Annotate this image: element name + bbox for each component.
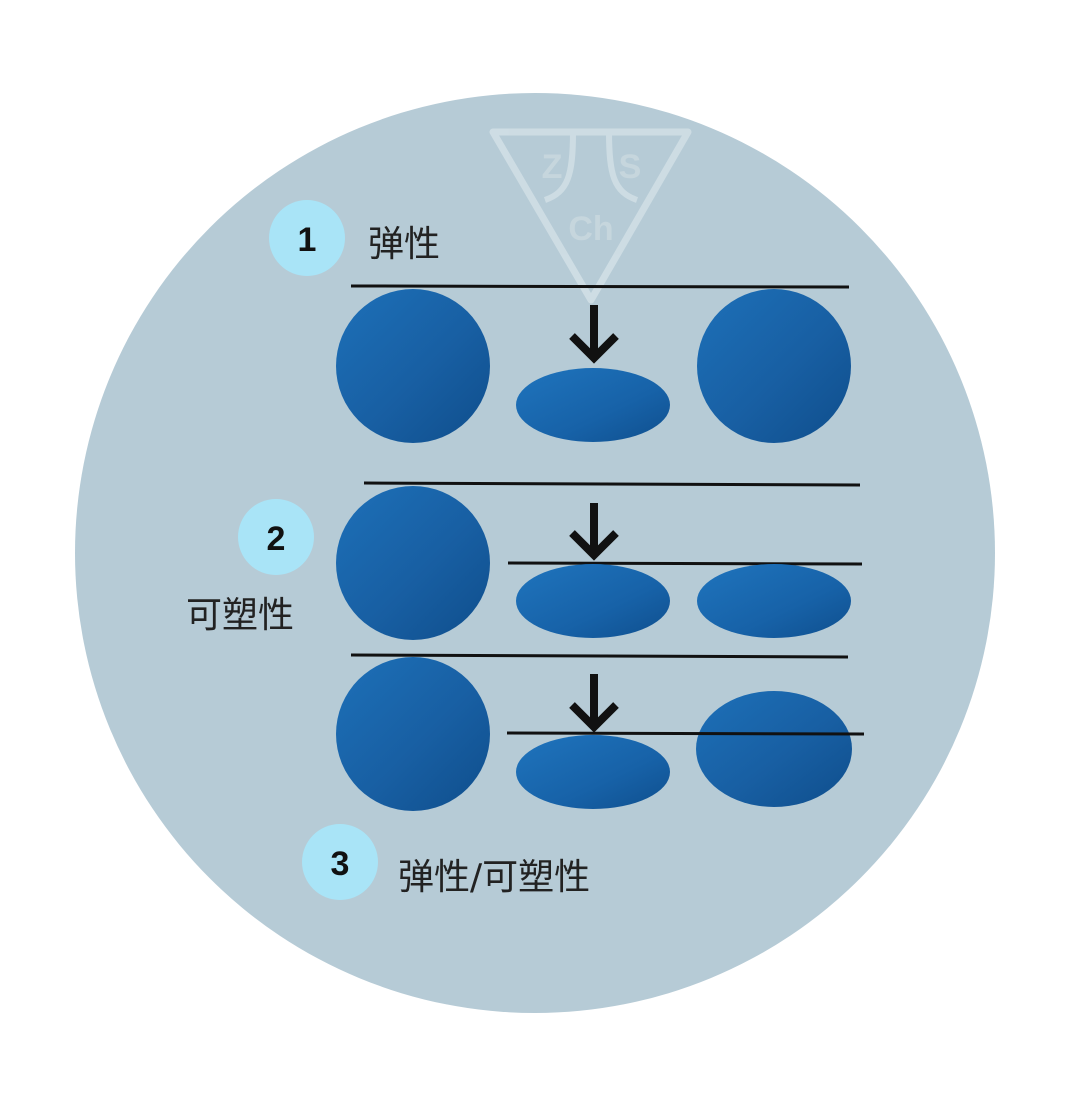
section-3-top-plate (350, 653, 849, 659)
section-2-pressed-plate (507, 561, 863, 566)
section-1-label: 弹性 (368, 224, 440, 265)
section-1-sphere-after (697, 289, 851, 443)
section-3-number: 3 (331, 845, 350, 883)
section-2-label: 可塑性 (186, 595, 294, 636)
section-3-pressed-plate (506, 731, 865, 736)
section-1-number: 1 (298, 221, 317, 259)
section-2-top-plate (363, 481, 861, 487)
section-2-compressed-particle (516, 564, 670, 638)
section-1-compressed-particle (516, 368, 670, 442)
section-2-sphere-before (336, 486, 490, 640)
watermark-letter-z: Z (542, 148, 563, 186)
section-2-badge (238, 499, 314, 575)
down-arrow-icon (569, 503, 619, 561)
down-arrow-icon (569, 305, 619, 364)
zsch-watermark-logo: Z S Ch (489, 128, 692, 304)
section-3-compressed-particle (516, 735, 670, 809)
section-2-deformed-after (697, 564, 851, 638)
section-1-badge (269, 200, 345, 276)
section-3-label: 弹性/可塑性 (398, 857, 590, 898)
section-1-sphere-before (336, 289, 490, 443)
section-3-badge (302, 824, 378, 900)
section-1-top-plate (350, 284, 850, 289)
down-arrow-icon (569, 674, 619, 733)
section-3-partially-recovered (696, 691, 852, 807)
section-2-number: 2 (267, 520, 286, 558)
watermark-letter-ch: Ch (568, 210, 613, 248)
section-3-sphere-before (336, 657, 490, 811)
watermark-letter-s: S (619, 148, 642, 186)
